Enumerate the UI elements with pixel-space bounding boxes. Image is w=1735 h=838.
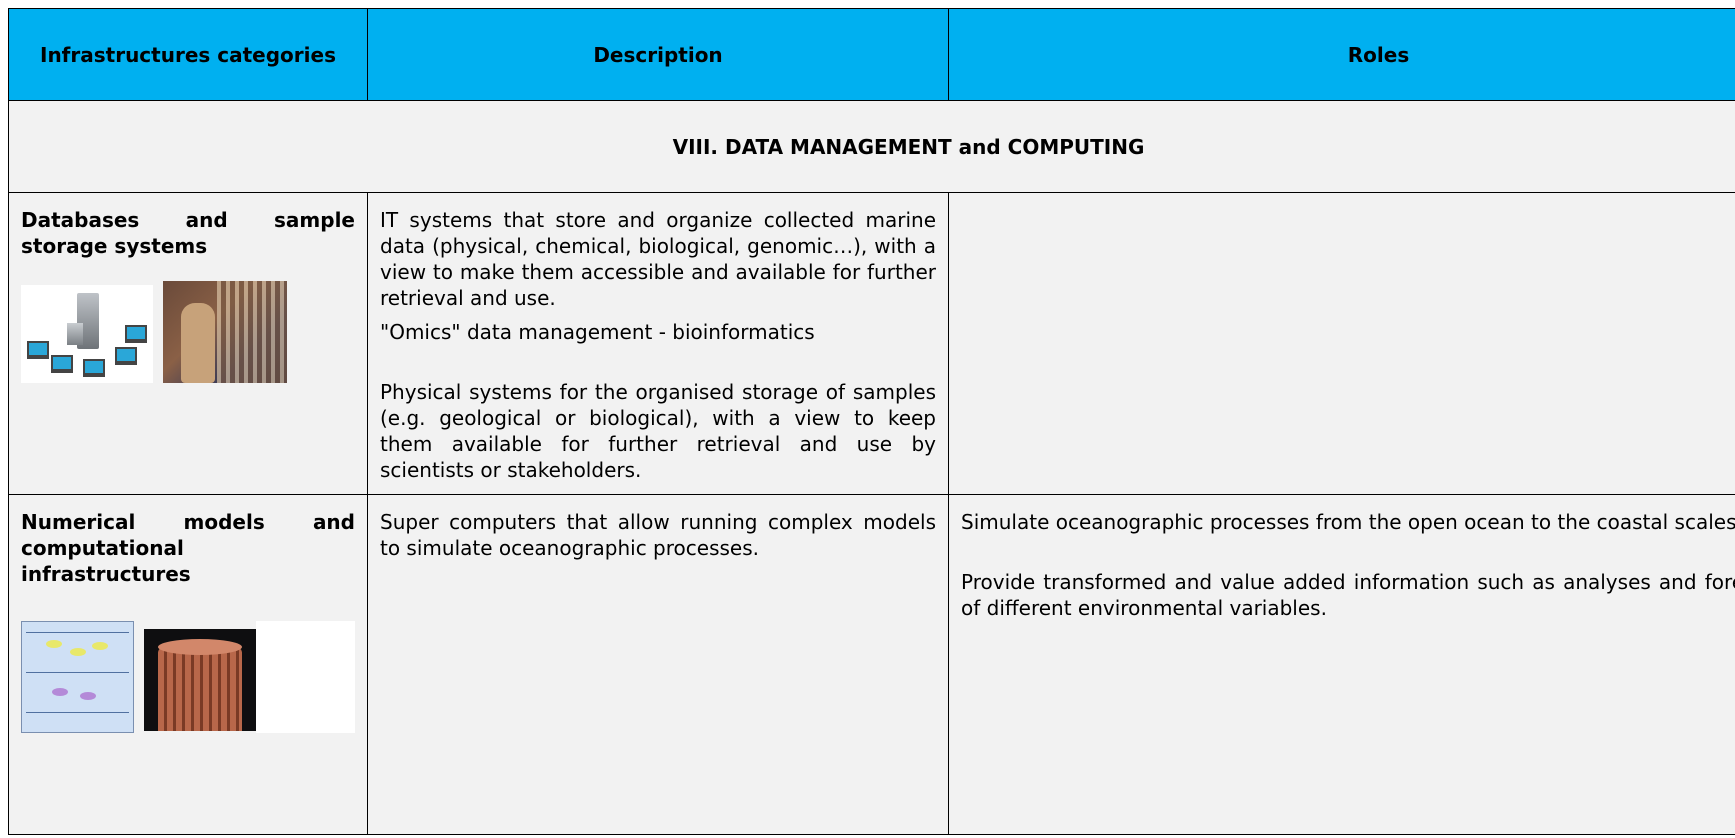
roles-paragraph: Provide transformed and value added info…: [961, 569, 1735, 621]
header-categories: Infrastructures categories: [9, 9, 368, 101]
table-header-row: Infrastructures categories Description R…: [9, 9, 1735, 101]
category-title: Numerical models and computational infra…: [21, 509, 355, 587]
category-images: [21, 621, 355, 733]
database-servers-image: [21, 285, 153, 383]
model-diagram-image: [21, 621, 134, 733]
roles-cell: [949, 193, 1735, 495]
roles-paragraph: Simulate oceanographic processes from th…: [961, 509, 1735, 535]
roles-cell: Simulate oceanographic processes from th…: [949, 495, 1735, 835]
infrastructure-table: Infrastructures categories Description R…: [8, 8, 1735, 835]
document-sheet: Infrastructures categories Description R…: [8, 8, 1735, 838]
sample-archive-image: [163, 281, 287, 383]
description-cell: Super computers that allow running compl…: [368, 495, 949, 835]
table-row: Databases and sample storage systems IT …: [9, 193, 1735, 495]
table-row: Numerical models and computational infra…: [9, 495, 1735, 835]
category-cell: Databases and sample storage systems: [9, 193, 368, 495]
description-cell: IT systems that store and organize colle…: [368, 193, 949, 495]
category-title: Databases and sample storage systems: [21, 207, 355, 259]
section-title: VIII. DATA MANAGEMENT and COMPUTING: [9, 101, 1735, 193]
category-images: [21, 281, 355, 383]
header-description: Description: [368, 9, 949, 101]
section-row: VIII. DATA MANAGEMENT and COMPUTING: [9, 101, 1735, 193]
description-paragraph: Super computers that allow running compl…: [380, 509, 936, 561]
category-cell: Numerical models and computational infra…: [9, 495, 368, 835]
description-paragraph: IT systems that store and organize colle…: [380, 207, 936, 311]
description-paragraph: "Omics" data management - bioinformatics: [380, 319, 936, 345]
description-paragraph: Physical systems for the organised stora…: [380, 379, 936, 483]
supercomputer-image: [144, 629, 255, 731]
header-roles: Roles: [949, 9, 1735, 101]
